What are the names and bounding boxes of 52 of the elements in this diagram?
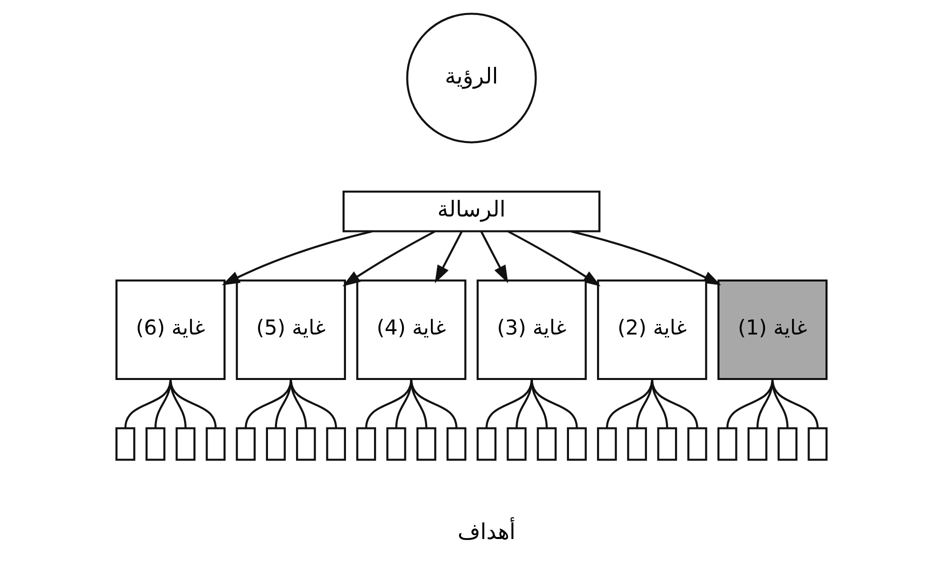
connector <box>651 378 698 428</box>
connector <box>290 378 338 428</box>
connector <box>516 378 533 428</box>
node-box <box>356 427 376 461</box>
node-box <box>146 427 166 461</box>
connector <box>771 378 819 428</box>
node-box: الرسالة <box>342 190 600 232</box>
connector <box>486 378 533 428</box>
node-box: غاية (2) <box>597 280 708 380</box>
connector <box>395 378 412 428</box>
label: أهداف <box>458 520 516 545</box>
node-box: غاية (4) <box>356 280 466 380</box>
node-box <box>476 427 496 461</box>
node-box <box>657 427 678 461</box>
arrow <box>222 230 372 286</box>
connector <box>530 378 578 428</box>
node-box <box>386 427 406 461</box>
connector <box>170 378 217 428</box>
arrow <box>342 230 436 286</box>
arrow <box>434 230 463 284</box>
node-box <box>597 427 617 461</box>
connector <box>365 378 412 428</box>
node-box <box>266 427 286 461</box>
node-box <box>506 427 527 461</box>
connector <box>410 378 458 428</box>
arrow <box>480 230 508 284</box>
node-box <box>748 427 768 461</box>
node-box <box>115 427 136 461</box>
node-box <box>416 427 436 461</box>
node-box <box>536 427 557 461</box>
node-circle: الرؤية <box>406 12 537 144</box>
arrow <box>570 230 722 286</box>
node-box <box>446 427 466 461</box>
node-box <box>808 427 828 461</box>
node-box: غاية (3) <box>476 280 587 380</box>
node-box <box>326 427 346 461</box>
connector <box>244 378 292 428</box>
node-box <box>296 427 316 461</box>
node-box <box>206 427 226 461</box>
connector <box>651 378 668 428</box>
node-box <box>236 427 256 461</box>
arrow <box>508 230 600 286</box>
connector <box>530 378 548 428</box>
node-box <box>687 427 708 461</box>
node-box: غاية (5) <box>236 280 346 380</box>
node-box <box>778 427 798 461</box>
node-box <box>176 427 196 461</box>
node-box: غاية (1) <box>717 280 828 380</box>
node-box: غاية (6) <box>115 280 226 380</box>
node-box <box>566 427 587 461</box>
node-box <box>627 427 647 461</box>
node-box <box>717 427 738 461</box>
